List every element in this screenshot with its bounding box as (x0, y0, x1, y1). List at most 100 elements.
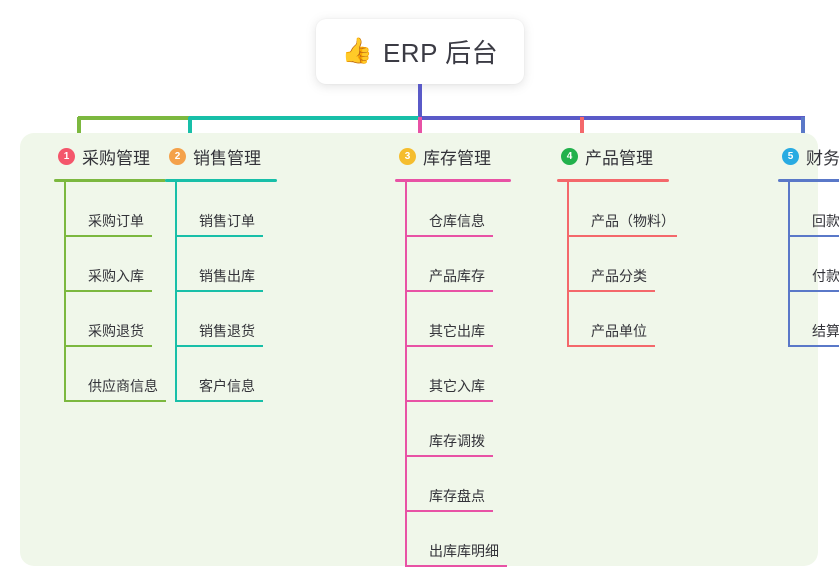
column-title: 销售管理 (193, 148, 261, 168)
child-node-label: 采购订单 (88, 213, 144, 229)
child-node-underline (405, 290, 493, 292)
column-header[interactable]: 4 产品管理 (545, 133, 683, 179)
child-spine-line (567, 182, 569, 347)
column-header[interactable]: 1 采购管理 (42, 133, 166, 179)
child-node-underline (567, 345, 655, 347)
child-node-underline (405, 510, 493, 512)
child-node[interactable]: 回款单 (788, 182, 839, 237)
column-underline (778, 179, 839, 182)
child-node-underline (405, 400, 493, 402)
child-node-underline (64, 290, 152, 292)
child-node[interactable]: 销售订单 (175, 182, 277, 237)
child-node[interactable]: 结算账户 (788, 292, 839, 347)
child-node[interactable]: 采购入库 (64, 237, 166, 292)
child-node-underline (788, 235, 839, 237)
column-number-badge: 1 (58, 147, 75, 165)
child-node-underline (788, 290, 839, 292)
child-node[interactable]: 其它入库 (405, 347, 511, 402)
column-number-badge: 4 (561, 147, 578, 165)
child-node[interactable]: 付款单 (788, 237, 839, 292)
child-node[interactable]: 库存盘点 (405, 457, 511, 512)
child-node[interactable]: 库存调拨 (405, 402, 511, 457)
child-node[interactable]: 其它出库 (405, 292, 511, 347)
column-1: 1 采购管理采购订单采购入库采购退货供应商信息 (42, 133, 166, 402)
child-node[interactable]: 产品单位 (567, 292, 683, 347)
column-number-badge: 2 (169, 147, 186, 165)
child-node[interactable]: 客户信息 (175, 347, 277, 402)
child-node-label: 销售退货 (199, 323, 255, 339)
column-title: 财务管理 (806, 148, 839, 168)
column-title: 库存管理 (423, 148, 491, 168)
child-node-label: 客户信息 (199, 378, 255, 394)
child-node[interactable]: 产品（物料） (567, 182, 683, 237)
child-node[interactable]: 采购退货 (64, 292, 166, 347)
root-node-title: ERP 后台 (382, 38, 499, 68)
child-node-underline (175, 290, 263, 292)
child-node-label: 付款单 (812, 268, 839, 284)
child-node-label: 回款单 (812, 213, 839, 229)
child-node-label: 其它入库 (429, 378, 485, 394)
child-spine-line (175, 182, 177, 402)
child-node-underline (567, 290, 655, 292)
child-node-underline (175, 345, 263, 347)
child-node-underline (788, 345, 839, 347)
child-spine-line (788, 182, 790, 347)
child-node-label: 采购退货 (88, 323, 144, 339)
child-node[interactable]: 供应商信息 (64, 347, 166, 402)
child-node-label: 结算账户 (812, 323, 839, 339)
column-children: 销售订单销售出库销售退货客户信息 (175, 182, 277, 402)
column-underline (165, 179, 277, 182)
child-node-underline (64, 400, 166, 402)
child-node[interactable]: 销售退货 (175, 292, 277, 347)
column-number-badge: 5 (782, 147, 799, 165)
column-children: 回款单付款单结算账户 (788, 182, 839, 347)
child-node-underline (175, 400, 263, 402)
child-node-underline (64, 235, 152, 237)
root-node[interactable]: 👍 ERP 后台 (316, 19, 524, 84)
column-underline (557, 179, 669, 182)
child-node-label: 供应商信息 (88, 378, 158, 394)
child-node-label: 采购入库 (88, 268, 144, 284)
child-node-label: 产品单位 (591, 323, 647, 339)
diagram-panel (20, 133, 818, 566)
child-node-label: 产品库存 (429, 268, 485, 284)
child-node[interactable]: 出库库明细 (405, 512, 511, 567)
child-node-label: 销售出库 (199, 268, 255, 284)
column-title: 采购管理 (82, 148, 150, 168)
column-3: 3 库存管理仓库信息产品库存其它出库其它入库库存调拨库存盘点出库库明细 (383, 133, 511, 567)
column-children: 产品（物料） 产品分类产品单位 (567, 182, 683, 347)
child-node-label: 库存调拨 (429, 433, 485, 449)
thumbs-up-icon: 👍 (341, 37, 373, 65)
child-node-underline (405, 565, 507, 567)
column-children: 仓库信息产品库存其它出库其它入库库存调拨库存盘点出库库明细 (405, 182, 511, 567)
column-underline (54, 179, 166, 182)
child-node-underline (175, 235, 263, 237)
column-header[interactable]: 5 财务管理 (766, 133, 839, 179)
child-spine-line (64, 182, 66, 402)
column-header[interactable]: 3 库存管理 (383, 133, 511, 179)
column-title: 产品管理 (585, 148, 653, 168)
child-node-label: 其它出库 (429, 323, 485, 339)
child-node-label: 销售订单 (199, 213, 255, 229)
child-node-label: 仓库信息 (429, 213, 485, 229)
child-node-label: 产品（物料） (591, 213, 675, 229)
column-underline (395, 179, 511, 182)
column-2: 2 销售管理销售订单销售出库销售退货客户信息 (153, 133, 277, 402)
child-node-underline (567, 235, 677, 237)
child-node[interactable]: 产品分类 (567, 237, 683, 292)
child-node[interactable]: 销售出库 (175, 237, 277, 292)
column-children: 采购订单采购入库采购退货供应商信息 (64, 182, 166, 402)
child-node[interactable]: 产品库存 (405, 237, 511, 292)
child-node[interactable]: 采购订单 (64, 182, 166, 237)
child-node-underline (405, 235, 493, 237)
child-node[interactable]: 仓库信息 (405, 182, 511, 237)
child-node-label: 产品分类 (591, 268, 647, 284)
column-number-badge: 3 (399, 147, 416, 165)
child-node-underline (64, 345, 152, 347)
child-spine-line (405, 182, 407, 567)
column-5: 5 财务管理回款单付款单结算账户 (766, 133, 839, 347)
child-node-underline (405, 345, 493, 347)
column-header[interactable]: 2 销售管理 (153, 133, 277, 179)
